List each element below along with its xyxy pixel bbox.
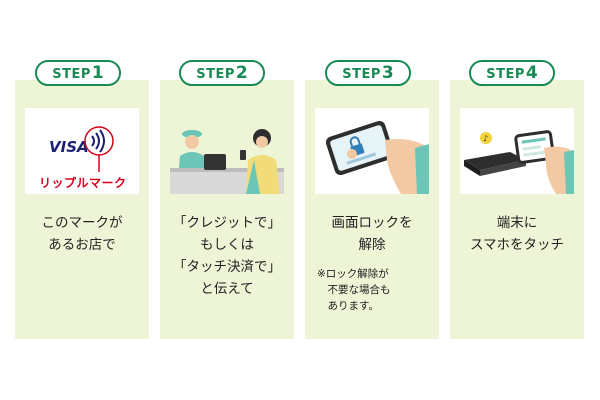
step-number: 1 <box>91 63 104 83</box>
step-number: 3 <box>381 63 394 83</box>
step-label: STEP <box>196 67 235 82</box>
step-number: 4 <box>525 63 538 83</box>
step-2-text: 「クレジットで」 もしくは 「タッチ決済で」 と伝えて <box>173 215 281 297</box>
step-4-badge: STEP4 <box>469 60 555 86</box>
step-4-text: 端末に スマホをタッチ <box>469 215 565 253</box>
visa-logo: VISA <box>49 138 89 156</box>
step-3-note: ※ロック解除が 不要な場合も あります。 <box>317 268 391 312</box>
step-label: STEP <box>52 67 91 82</box>
step-3-text: 画面ロックを 解除 <box>331 215 413 253</box>
step-4-card: ♪ 端末に スマホをタッチ <box>450 80 584 339</box>
ripple-mark-icon <box>84 126 114 172</box>
svg-text:♪: ♪ <box>483 134 488 143</box>
phone-lock-icon <box>325 120 429 194</box>
shop-counter-icon <box>170 129 284 194</box>
step-3-badge: STEP3 <box>325 60 411 86</box>
step-3-card: 画面ロックを 解除 ※ロック解除が 不要な場合も あります。 <box>305 80 439 339</box>
touch-terminal-illustration: ♪ <box>460 108 574 194</box>
visa-ripple-mark-image: VISA リップルマーク <box>25 108 139 194</box>
step-1-badge: STEP1 <box>35 60 121 86</box>
ripple-mark-label: リップルマーク <box>39 176 127 190</box>
step-1-text: このマークが あるお店で <box>41 215 123 253</box>
step-1-card: VISA リップルマーク このマークが あるお店で <box>15 80 149 339</box>
step-2-card: 「クレジットで」 もしくは 「タッチ決済で」 と伝えて <box>160 80 294 339</box>
step-number: 2 <box>235 63 248 83</box>
step-label: STEP <box>342 67 381 82</box>
step-2-badge: STEP2 <box>179 60 265 86</box>
cashier-illustration <box>170 108 284 194</box>
phone-unlock-illustration <box>315 108 429 194</box>
step-label: STEP <box>486 67 525 82</box>
terminal-touch-icon: ♪ <box>464 130 574 194</box>
